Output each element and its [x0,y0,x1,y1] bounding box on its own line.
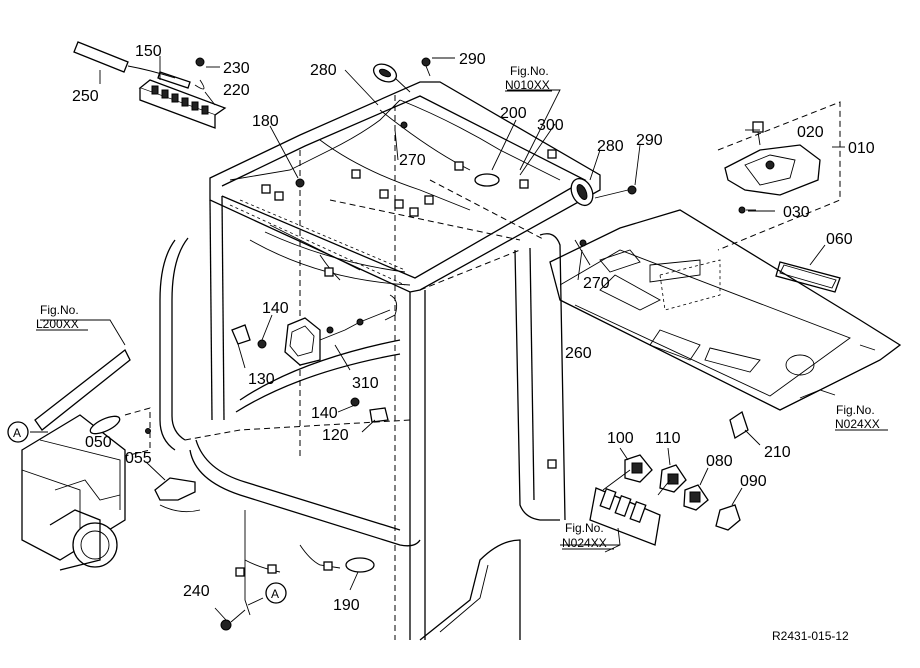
roof-lamps [372,57,637,207]
leader-lines [30,56,845,621]
fig-ref-n024-right-number: N024XX [835,417,880,431]
label-130: 130 [248,371,275,388]
interior-light-assembly [717,101,841,251]
label-280-top: 280 [310,62,337,79]
cab-frame [159,81,601,641]
label-140-lower: 140 [311,405,338,422]
label-010: 010 [848,140,875,157]
label-290-right: 290 [636,132,663,149]
wiring-harness [159,99,591,616]
fig-ref-l200-number: L200XX [36,317,79,331]
label-055: 055 [125,450,152,467]
label-020: 020 [797,124,824,141]
connection-markers: A A [7,421,287,604]
label-270-right: 270 [583,275,610,292]
label-180: 180 [252,113,279,130]
roof-panel [549,209,902,411]
part-labels: 150 230 220 250 180 280 290 200 300 270 … [72,43,875,614]
label-300: 300 [537,117,564,134]
fig-ref-l200-caption: Fig.No. [40,303,79,317]
label-200: 200 [500,105,527,122]
fig-ref-n024-bottom-caption: Fig.No. [565,521,604,535]
label-290-top: 290 [459,51,486,68]
fuse-box-parts [73,41,227,129]
label-250: 250 [72,88,99,105]
label-050: 050 [85,434,112,451]
fig-ref-n024-bottom-number: N024XX [562,536,607,550]
label-310: 310 [352,375,379,392]
marker-a-left: A [13,426,21,440]
fig-ref-n024-right-caption: Fig.No. [836,403,875,417]
label-190: 190 [333,597,360,614]
figure-references: Fig.No. N010XX Fig.No. L200XX Fig.No. N0… [36,64,888,550]
label-150: 150 [135,43,162,60]
label-120: 120 [322,427,349,444]
label-230: 230 [223,60,250,77]
label-140-upper: 140 [262,300,289,317]
label-100: 100 [607,430,634,447]
label-220: 220 [223,82,250,99]
switch-panel [589,454,741,546]
label-260: 260 [565,345,592,362]
decal-plate [775,261,841,293]
label-030: 030 [783,204,810,221]
fig-ref-n010-number: N010XX [505,78,550,92]
label-280-right: 280 [597,138,624,155]
label-210: 210 [764,444,791,461]
label-110: 110 [655,430,681,447]
label-240: 240 [183,583,210,600]
marker-a-bottom: A [271,587,279,601]
rear-bracket [21,349,131,571]
small-parts [124,121,749,631]
label-270-top: 270 [399,152,426,169]
label-090: 090 [740,473,767,490]
figure-code: R2431-015-12 [772,629,849,643]
label-060: 060 [826,231,853,248]
work-light [284,309,391,366]
fig-ref-n010-caption: Fig.No. [510,64,549,78]
label-080: 080 [706,453,733,470]
